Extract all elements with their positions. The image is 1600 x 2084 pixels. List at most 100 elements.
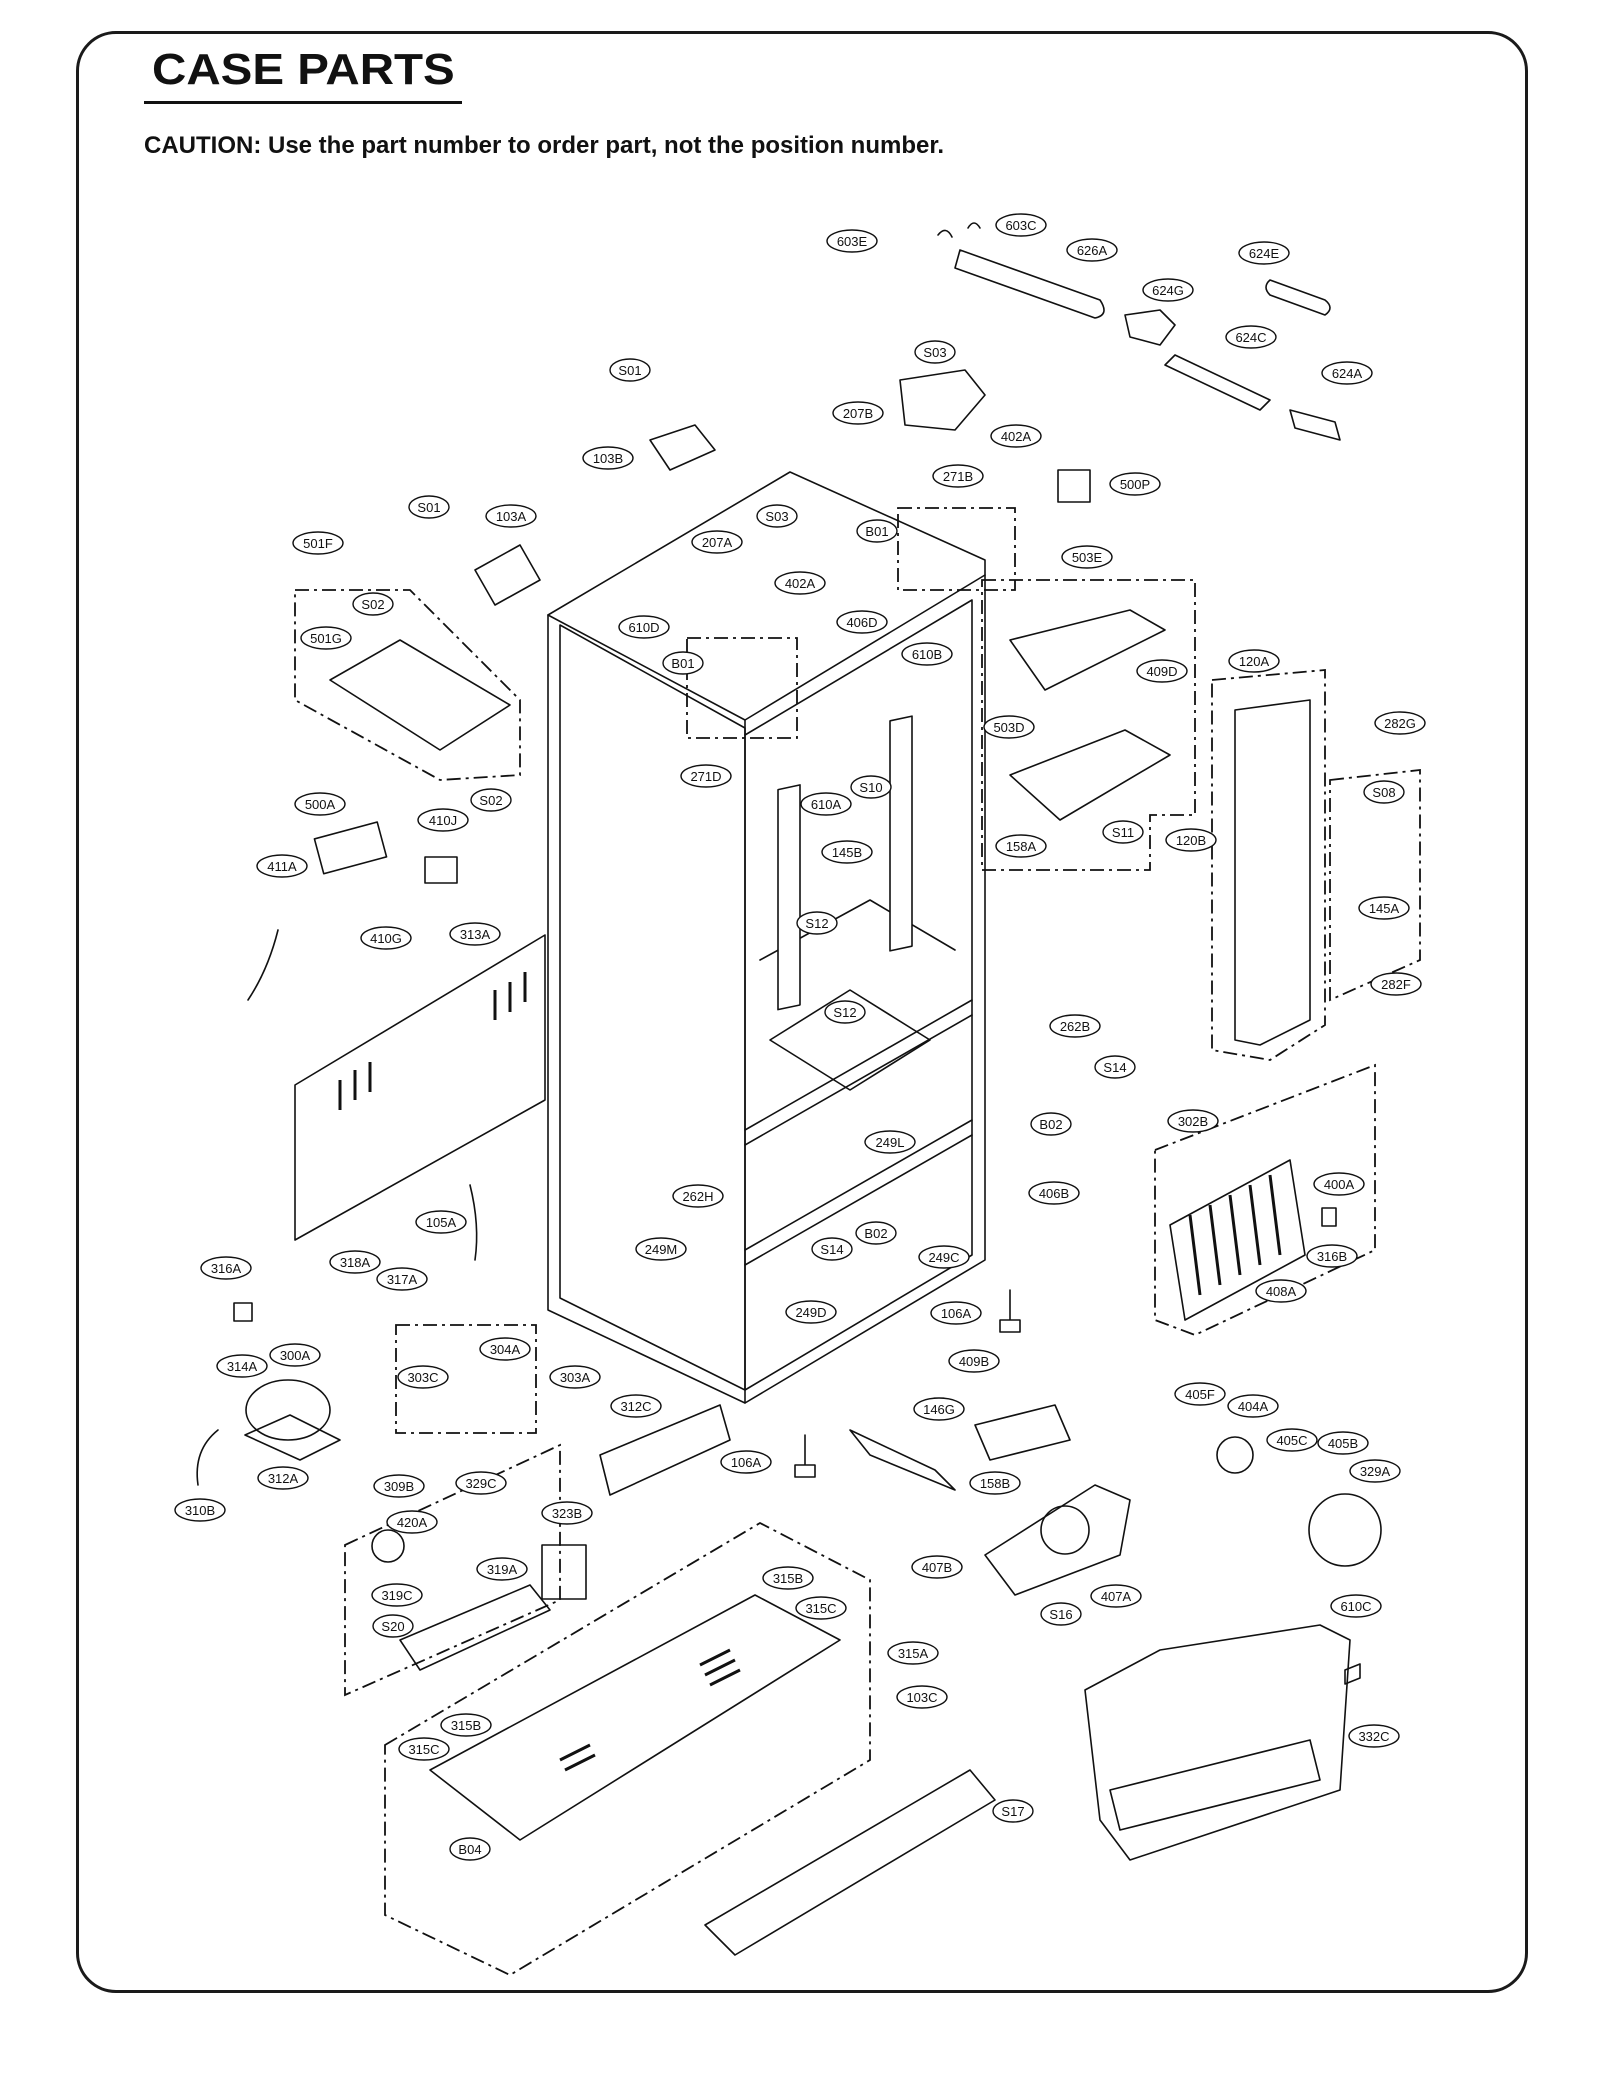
page-title: CASE PARTS [152,45,455,94]
callout-label: 145B [832,845,862,860]
callout-label: 314A [227,1359,258,1374]
callout-bubble [1090,1584,1142,1608]
callout-label: 106A [731,1455,762,1470]
callout-bubble [635,1237,687,1261]
callout-bubble [479,1337,531,1361]
callout-bubble [1040,1602,1082,1626]
leveler-106a-front [794,1434,816,1478]
base-vents [559,1648,741,1772]
callout-label: S17 [1001,1804,1024,1819]
part-callout-103a: 103A [485,504,537,528]
cord-411a [247,929,279,1001]
callout-bubble [969,1471,1021,1495]
part-callout-402a: 402A [774,571,826,595]
callout-bubble [372,1614,414,1638]
callout-label: 317A [387,1272,418,1287]
callout-bubble [785,1300,837,1324]
part-callout-501f: 501F [292,531,344,555]
callout-bubble [455,1471,507,1495]
part-callout-610b: 610B [901,642,953,666]
group-503e [981,579,1196,871]
callout-label: 409D [1146,664,1177,679]
callout-bubble [811,1237,853,1261]
callout-label: 312C [620,1399,651,1414]
group-309b [344,1443,561,1697]
part-callout-319c: 319C [371,1583,423,1607]
callout-bubble [1317,1431,1369,1455]
callout-label: 315B [451,1718,481,1733]
callout-bubble [887,1641,939,1665]
bracket-146g [849,1429,956,1491]
callout-label: 249D [795,1305,826,1320]
housing-407a [1084,1624,1351,1861]
callout-label: 105A [426,1215,457,1230]
part-callout-b02: B02 [1030,1112,1072,1136]
part-callout-319a: 319A [476,1557,528,1581]
callout-bubble [294,792,346,816]
callout-bubble [932,464,984,488]
callout-bubble [1348,1724,1400,1748]
callout-bubble [485,504,537,528]
callout-bubble [832,401,884,425]
part-callout-262h: 262H [672,1184,724,1208]
callout-bubble [1330,1594,1382,1618]
part-callout-315c: 315C [795,1596,847,1620]
part-callout-402a: 402A [990,424,1042,448]
callout-label: 420A [397,1515,428,1530]
callout-bubble [930,1301,982,1325]
part-callout-329a: 329A [1349,1459,1401,1483]
group-120a [1211,669,1326,1061]
callout-label: 411A [267,859,297,874]
callout-bubble [408,495,450,519]
callout-bubble [662,651,704,675]
callout-label: 500A [305,797,336,812]
callout-bubble [720,1450,772,1474]
callout-label: S14 [1103,1060,1126,1075]
group-315a [384,1521,871,1977]
part-callout-s03: S03 [756,504,798,528]
part-callout-249c: 249C [918,1245,970,1269]
callout-bubble [610,1394,662,1418]
callout-label: 249C [928,1250,959,1265]
callout-bubble [415,1210,467,1234]
part-callout-332c: 332C [1348,1724,1400,1748]
cover-312c [599,1404,731,1496]
callout-bubble [216,1354,268,1378]
part-callout-s14: S14 [1094,1055,1136,1079]
callout-bubble [1228,649,1280,673]
part-callout-405c: 405C [1266,1428,1318,1452]
callout-label: 315C [408,1742,439,1757]
callout-label: 323B [552,1506,582,1521]
callout-label: 410J [429,813,457,828]
part-callout-s01: S01 [408,495,450,519]
bracket-207b [899,369,986,431]
callout-bubble [1028,1181,1080,1205]
callout-label: 603C [1005,218,1036,233]
callout-label: 406B [1039,1186,1069,1201]
grille-103c [704,1769,996,1956]
callout-label: 406D [846,615,877,630]
callout-label: 303A [560,1370,591,1385]
callout-bubble [174,1498,226,1522]
part-callout-624a: 624A [1321,361,1373,385]
drawer-158a [1009,729,1171,821]
callout-bubble [1358,896,1410,920]
callout-bubble [1061,545,1113,569]
callout-bubble [618,615,670,639]
callout-label: S03 [765,509,788,524]
condenser-302b [1169,1159,1306,1321]
callout-bubble [691,530,743,554]
callout-bubble [1363,780,1405,804]
callout-label: 405B [1328,1436,1358,1451]
callout-label: 312A [268,1471,299,1486]
part-callout-106a: 106A [720,1450,772,1474]
callout-label: 610A [811,797,842,812]
callout-bubble [329,1250,381,1274]
part-callout-302b: 302B [1167,1109,1219,1133]
group-501f [294,589,521,781]
group-145a [1329,768,1421,1002]
callout-bubble [856,519,898,543]
callout-label: S02 [361,597,384,612]
